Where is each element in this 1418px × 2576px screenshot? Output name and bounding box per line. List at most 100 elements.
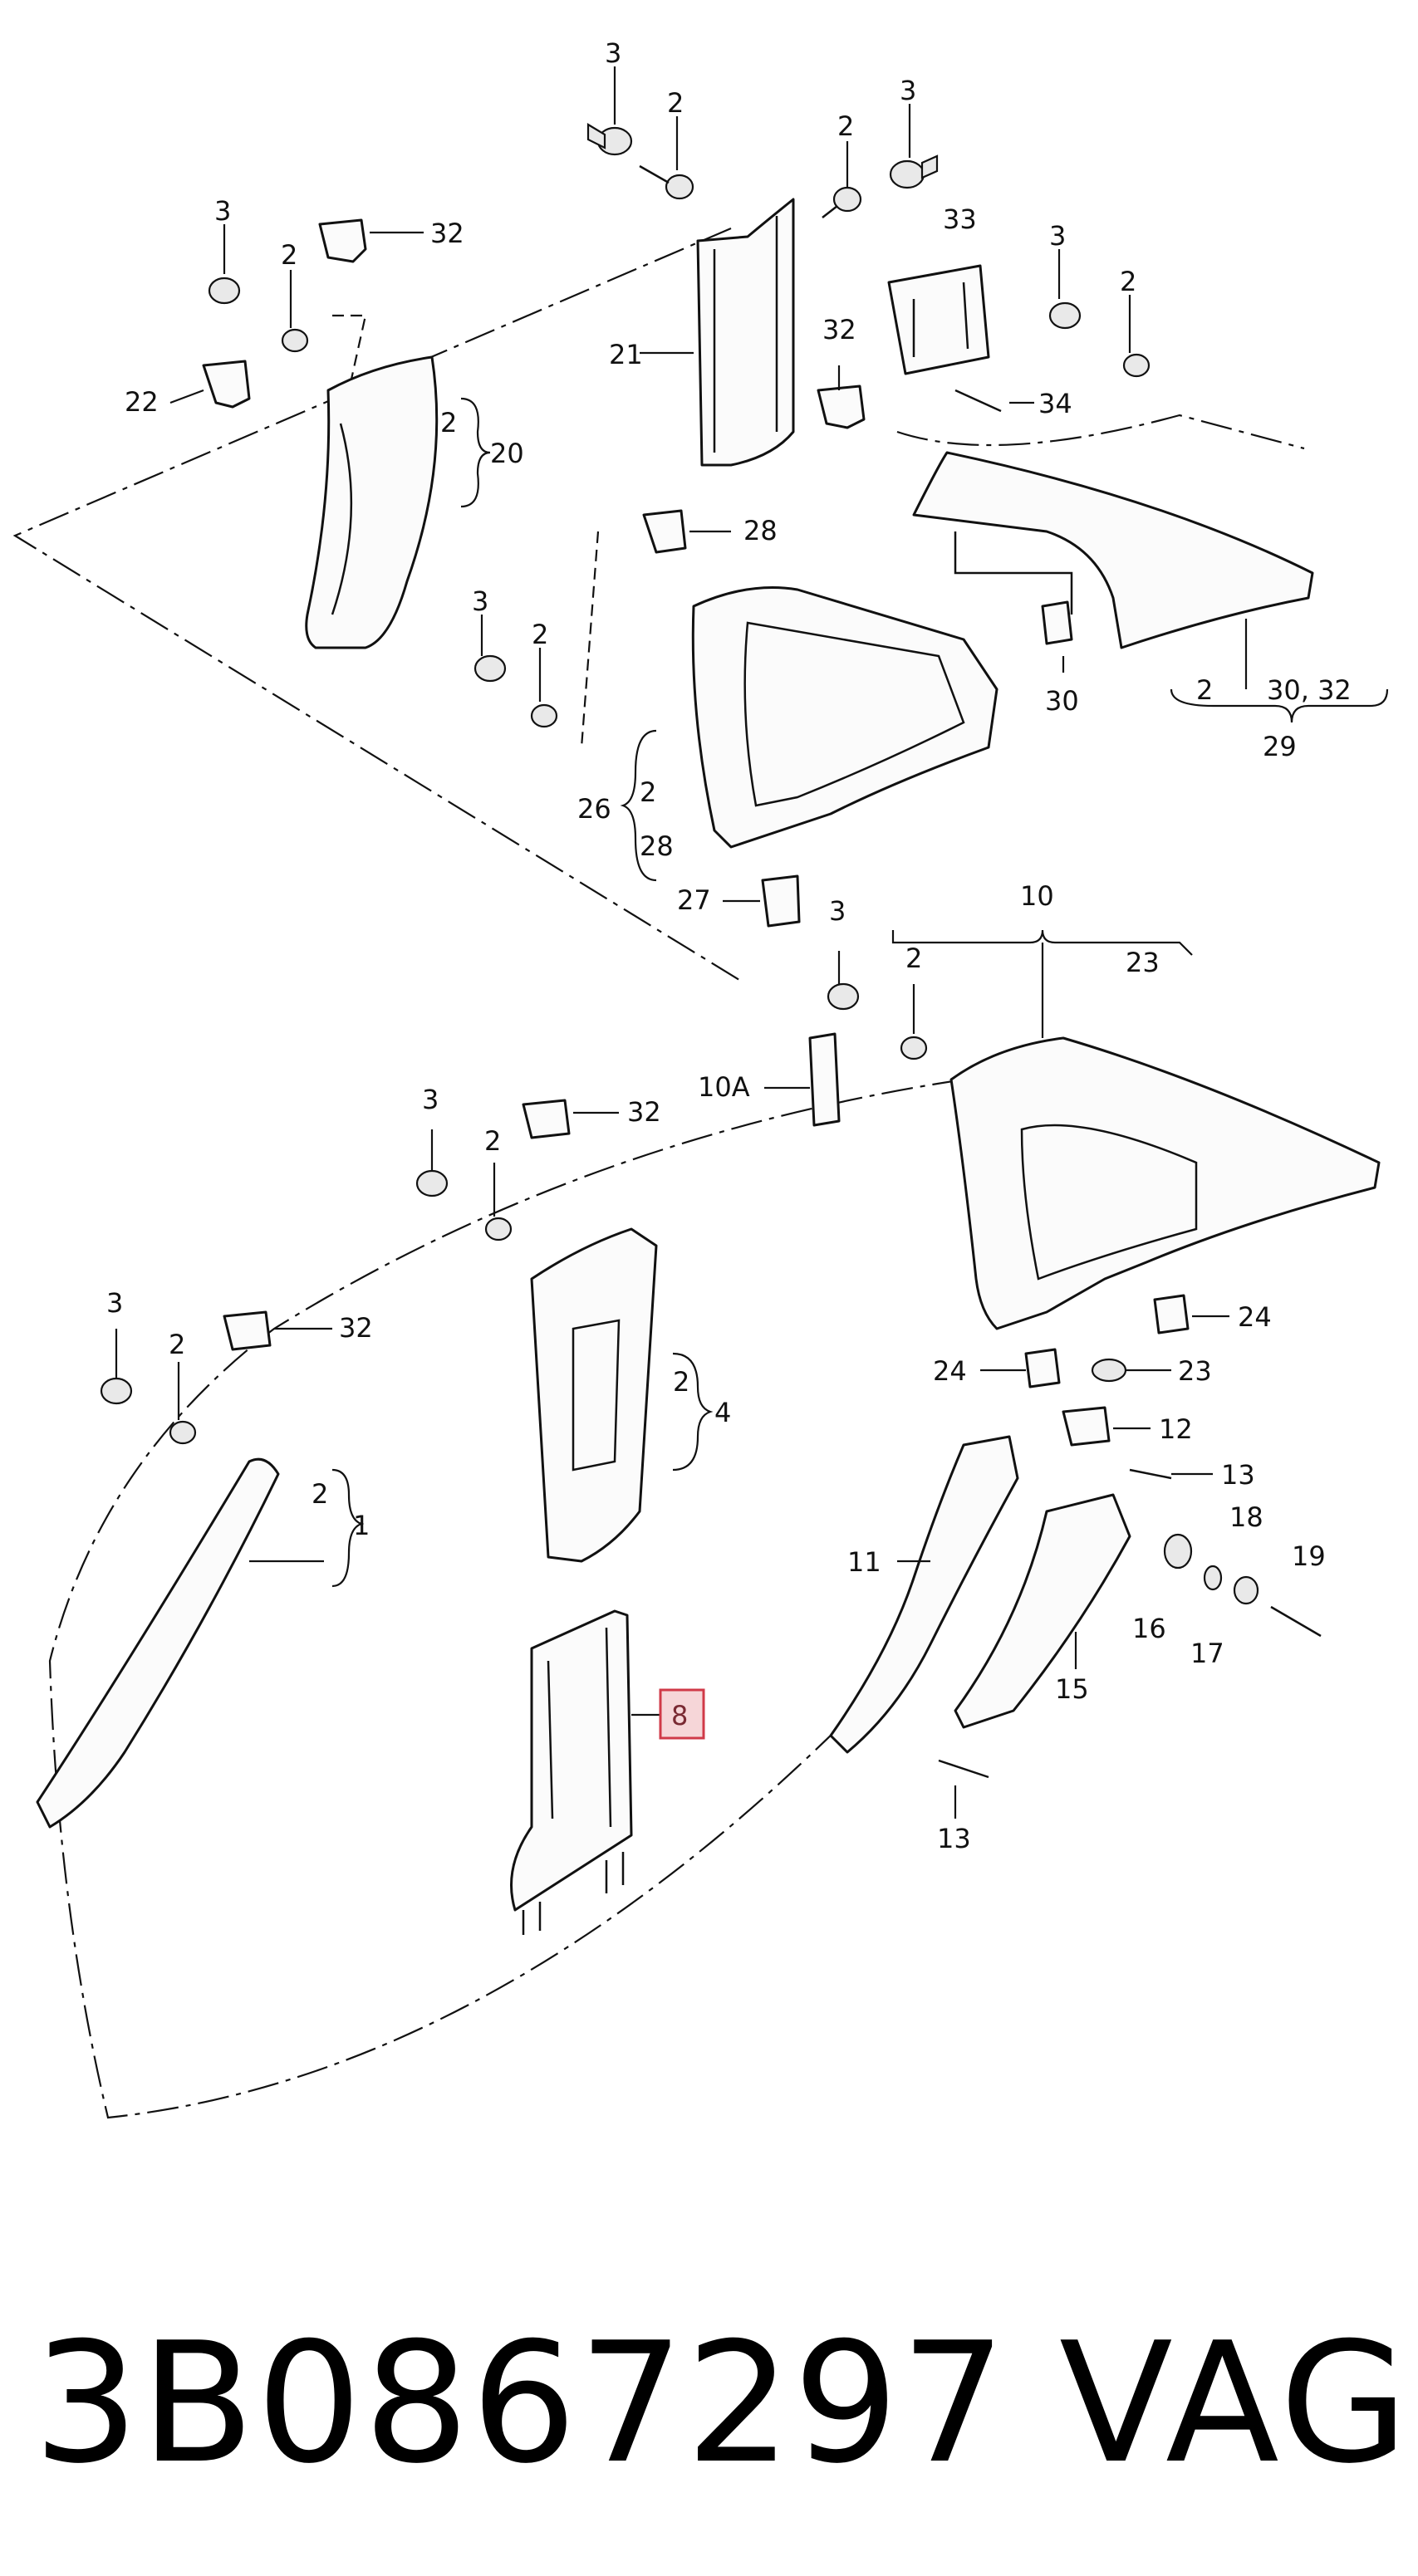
assembly-line-left [332,314,600,748]
part-4-pillar [530,1227,658,1563]
label-23-top: 23 [1126,947,1160,978]
part-12-bracket [1062,1406,1111,1447]
label-28-top: 28 [743,515,778,546]
screw-cap-top-1 [586,123,633,156]
part-10-trim [949,1036,1381,1330]
screw-top-1 [639,164,694,200]
part-20-trim [305,355,439,649]
label-13-bottom: 13 [937,1823,971,1854]
clip-24-right [1153,1294,1190,1335]
part-29-trim [912,451,1314,649]
label-8: 8 [671,1700,688,1731]
label-10: 10 [1020,880,1054,912]
screw-cap-4 [415,1169,449,1197]
label-21: 21 [609,339,643,370]
part-34-pin [954,389,1002,413]
part-33-bracket [887,264,990,375]
label-15: 15 [1055,1673,1089,1705]
assembly-line-top [12,227,740,981]
label-1: 1 [353,1510,370,1541]
label-26: 26 [577,793,611,825]
screw-cap-mid [473,654,507,683]
clip-30 [1041,600,1073,645]
clip-27 [761,874,801,928]
screw-cap-10 [827,982,860,1011]
label-32-left1: 32 [430,218,464,249]
label-3-top2: 3 [900,75,916,106]
label-29: 29 [1263,731,1297,762]
label-11: 11 [847,1546,881,1578]
label-34: 34 [1038,388,1072,419]
brand-name: VAG [1059,2307,1412,2500]
screw-cap-left-top [208,277,241,305]
label-2-1b: 2 [312,1478,328,1510]
clip-24-left [1024,1348,1061,1388]
footer: 3B0867297 VAG [0,2292,1418,2541]
parts-diagram: 3 2 2 3 3 2 32 22 2 20 21 33 32 34 3 2 2… [12,37,1389,2119]
label-3-1: 3 [106,1287,123,1319]
screw-4 [484,1217,513,1241]
part-11-trim [829,1435,1019,1754]
label-24-right: 24 [1238,1301,1272,1333]
label-3-left1: 3 [214,195,231,227]
label-2-top2: 2 [837,110,854,142]
clip-32-top-left [318,218,367,263]
part-1-pillar [36,1457,280,1829]
part-15-trim [954,1493,1131,1729]
label-2-20: 2 [440,407,457,438]
assembly-line-lower [48,1078,964,2119]
callout-labels: 3 2 2 3 3 2 32 22 2 20 21 33 32 34 3 2 2… [106,37,1352,1854]
label-24-left: 24 [933,1355,967,1387]
screw-mid [530,703,558,728]
assembly-line-right-top [896,414,1305,450]
label-2-29: 2 [1196,674,1213,706]
clip-32-b [522,1099,571,1139]
label-17: 17 [1190,1638,1224,1669]
label-23-bottom: 23 [1178,1355,1212,1387]
part-26-trim [691,586,998,849]
label-13-top: 13 [1221,1459,1255,1491]
label-2-mid: 2 [532,619,548,650]
label-30: 30 [1045,685,1079,717]
label-4: 4 [714,1397,731,1428]
washer-16 [1163,1533,1193,1570]
label-2-4: 2 [484,1125,501,1157]
screw-1 [169,1420,197,1445]
bracket-10a [808,1032,841,1127]
rivet-23 [1091,1358,1127,1383]
bolt-13-top [1129,1468,1172,1480]
screw-10 [900,1036,928,1060]
label-3-4: 3 [422,1084,439,1115]
highlight-callout-8: 8 [659,1688,705,1740]
label-19: 19 [1292,1540,1326,1572]
screw-left-top [281,328,309,353]
label-28-26: 28 [640,830,674,862]
label-27: 27 [677,884,711,916]
label-3-mid: 3 [472,585,488,617]
screw-cap-top-2 [889,154,939,189]
label-2-26: 2 [640,776,656,808]
clip-32-a [223,1310,272,1351]
clip-32-mid [817,384,866,429]
label-33: 33 [943,203,977,235]
bolt-13-bottom [938,1759,989,1779]
screw-cap-1 [100,1377,133,1405]
seatbelt-slot [572,1319,621,1472]
label-2-10: 2 [905,943,922,974]
label-2-left1: 2 [281,239,297,271]
screw-right-top [1122,353,1151,378]
screw-cap-right-top [1048,301,1082,330]
leader-lines [115,66,1389,1819]
label-10a: 10A [698,1071,750,1103]
nut-18 [1233,1575,1259,1605]
label-32-1: 32 [339,1312,373,1344]
clip-28-top [642,509,687,554]
label-2-4b: 2 [673,1366,689,1398]
bolt-19 [1270,1605,1322,1638]
label-16: 16 [1132,1613,1166,1644]
label-20: 20 [490,438,524,469]
label-12: 12 [1159,1413,1193,1445]
part-8-pillar [510,1609,633,1912]
label-2-1: 2 [169,1329,185,1360]
part-21-trim [696,198,795,467]
